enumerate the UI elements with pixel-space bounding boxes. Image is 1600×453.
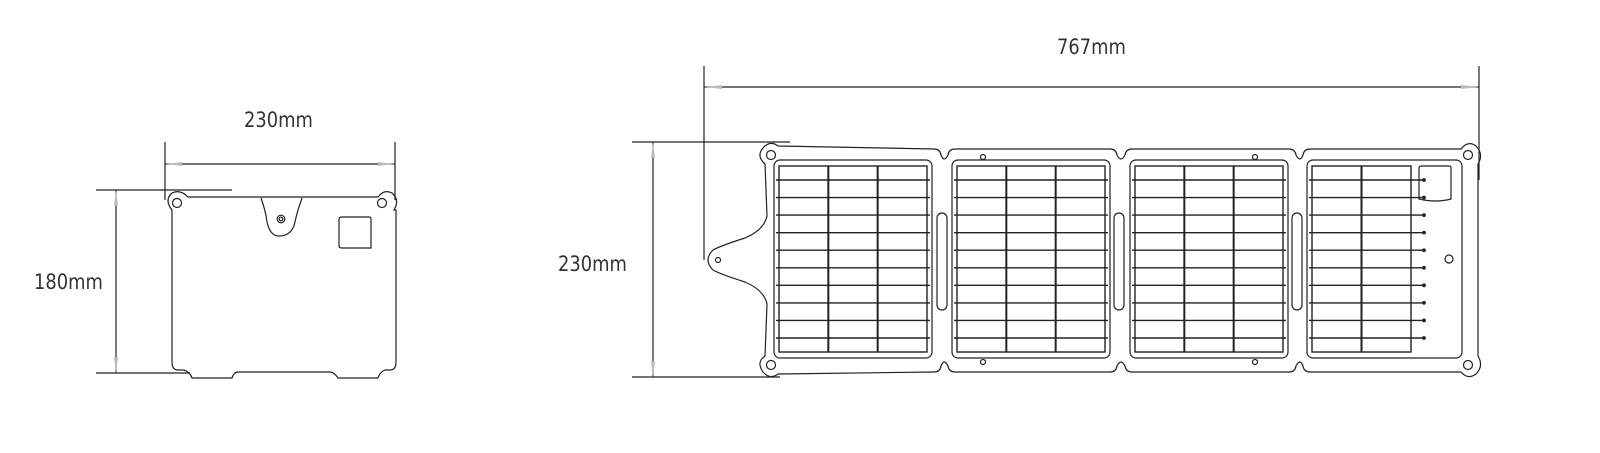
mount-hole [1462, 149, 1474, 161]
mount-hole [376, 197, 388, 209]
hole [1444, 254, 1454, 264]
solar-panel-1 [773, 159, 933, 359]
unfolded-height-label: 230mm [558, 252, 627, 276]
mount-hole [171, 197, 183, 209]
folded-width-label: 230mm [244, 108, 313, 132]
mount-hole [765, 149, 777, 161]
solar-panel-2 [951, 159, 1111, 359]
fold-slot [1291, 212, 1303, 311]
hanging-hole [714, 256, 722, 264]
folded-case-outline [167, 191, 398, 379]
mount-hole [765, 359, 777, 371]
control-panel-4 [1306, 159, 1463, 359]
folded-height-label: 180mm [34, 270, 103, 294]
solar-panel-3 [1129, 159, 1289, 359]
hanging-tab [260, 197, 303, 237]
panel-outline [707, 142, 1482, 378]
unfolded-width-label: 767mm [1057, 35, 1126, 59]
port-window [1418, 165, 1452, 202]
fold-slot [1113, 212, 1125, 311]
port-window [338, 216, 372, 249]
mount-hole [1462, 359, 1474, 371]
folded-view [96, 142, 398, 379]
fold-slot [936, 212, 948, 311]
unfolded-view [632, 66, 1482, 378]
